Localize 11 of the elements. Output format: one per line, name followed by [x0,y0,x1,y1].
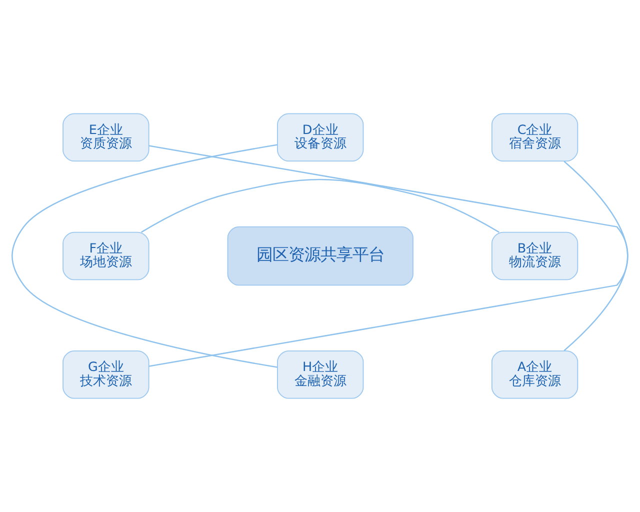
node-box: C企业 宿舍资源 [491,113,578,162]
node-box: A企业 仓库资源 [491,350,578,399]
node-box: G企业 技术资源 [62,350,150,399]
node-box: E企业 资质资源 [62,113,150,162]
connector [12,144,278,368]
connector [141,178,500,233]
node-box: B企业 物流资源 [491,232,578,280]
node-box: D企业 设备资源 [277,113,364,162]
node-box: F企业 场地资源 [62,232,150,280]
node-box: 园区资源共享平台 [227,226,414,286]
node-box: H企业 金融资源 [277,350,364,399]
